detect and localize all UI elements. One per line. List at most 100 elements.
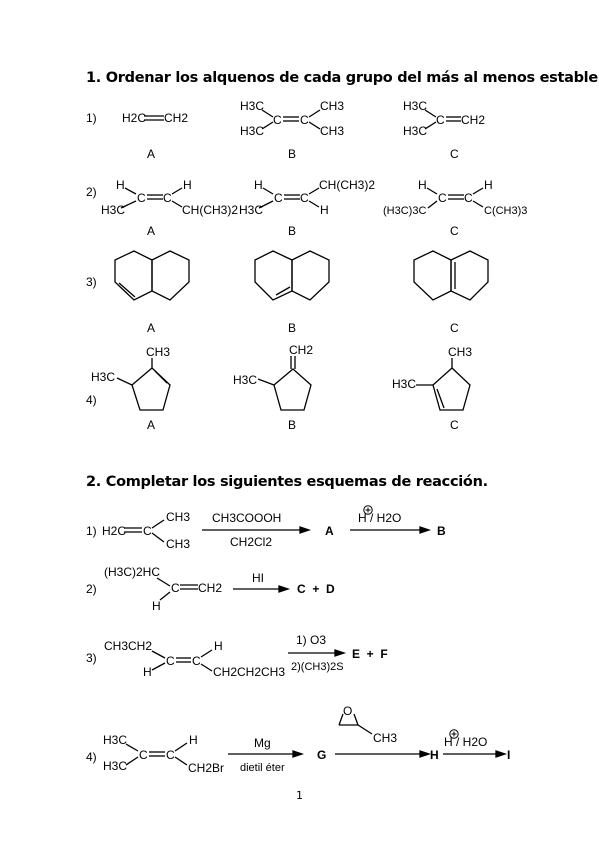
product-label: E + F (352, 647, 388, 661)
reaction-number: 2) (86, 582, 97, 596)
molecule-1a: H2C CH2 (122, 111, 188, 125)
page-number: 1 (296, 789, 303, 802)
atom-label: H (320, 203, 329, 217)
label-c: C (450, 321, 459, 335)
reaction-1: 1) H2C C CH3 CH3 CH3COOOH CH2Cl2 A H / H… (86, 505, 446, 551)
atom-label: CH(CH3)2 (319, 178, 375, 192)
product-label: A (325, 524, 334, 538)
atom-label: CH3 (166, 537, 190, 551)
atom-label: CH2Br (188, 761, 224, 775)
atom-label: H3C (240, 124, 264, 138)
atom-label: C (436, 113, 445, 127)
label-b: B (288, 224, 296, 238)
atom-label: H (484, 178, 493, 192)
product-label: C + D (297, 582, 335, 596)
molecule-4b: CH2 H3C (233, 343, 313, 411)
atom-label: CH2 (461, 113, 485, 127)
atom-label: H2C (102, 524, 126, 538)
atom-label: C (274, 191, 283, 205)
reagent-label: H / H2O (444, 735, 487, 749)
atom-label: CH3CH2 (104, 639, 152, 653)
atom-label: H (254, 178, 263, 192)
label-b: B (288, 147, 296, 161)
molecule-2c: H (H3C)3C C C H C(CH3)3 (383, 178, 527, 217)
group-1: 1) H2C CH2 H3C H3C C C CH3 CH3 H3C H3C C… (86, 99, 485, 161)
product-label: H (430, 748, 439, 762)
reaction-number: 4) (86, 750, 97, 764)
atom-label: C (300, 191, 309, 205)
label-a: A (147, 224, 155, 238)
reagent-label: 2)(CH3)2S (291, 661, 344, 673)
label-c: C (450, 224, 459, 238)
group-number: 3) (86, 275, 97, 289)
molecule-1b: H3C H3C C C CH3 CH3 (240, 99, 344, 138)
atom-label: H (116, 178, 125, 192)
molecule-4c: CH3 H3C (392, 345, 472, 411)
reagent-label: H / H2O (358, 511, 401, 525)
atom-label: C (139, 748, 148, 762)
label-c: C (450, 147, 459, 161)
group-number: 1) (86, 111, 97, 125)
oxygen-atom: O (343, 704, 352, 718)
atom-label: C (464, 191, 473, 205)
atom-label: CH3 (448, 345, 472, 359)
atom-label: CH3 (166, 510, 190, 524)
atom-label: (H3C)2HC (104, 565, 160, 579)
atom-label: H (418, 178, 427, 192)
atom-label: H3C (403, 124, 427, 138)
atom-label: C (438, 191, 447, 205)
atom-label: C(CH3)3 (484, 205, 527, 217)
group-3: 3) A B C (86, 250, 489, 335)
atom-label: H3C (403, 99, 427, 113)
atom-label: H (143, 665, 152, 679)
molecule-1c: H3C H3C C CH2 (403, 99, 485, 138)
label-c: C (450, 418, 459, 432)
atom-label: CH2 (198, 581, 222, 595)
label-a: A (147, 418, 155, 432)
section-1-title: 1. Ordenar los alquenos de cada grupo de… (86, 70, 599, 86)
atom-label: C (143, 524, 152, 538)
molecule-2a: H H3C C C H CH(CH3)2 (101, 178, 238, 217)
reaction-3: 3) CH3CH2 H C C H CH2CH2CH3 1) O3 2)(CH3… (86, 633, 388, 679)
reaction-number: 3) (86, 651, 97, 665)
product-label: B (437, 524, 446, 538)
section-2-title: 2. Completar los siguientes esquemas de … (86, 474, 488, 490)
atom-label: C (166, 748, 175, 762)
atom-label: H (152, 599, 161, 613)
atom-label: C (171, 581, 180, 595)
atom-label: H3C (103, 759, 127, 773)
molecule-4a: CH3 H3C (91, 345, 171, 411)
atom-label: H3C (392, 377, 416, 391)
group-2: 2) H H3C C C H CH(CH3)2 H H3C C C CH(CH3… (86, 178, 527, 238)
atom-label: C (300, 113, 309, 127)
atom-label: CH3 (320, 99, 344, 113)
atom-label: H (183, 178, 192, 192)
atom-label: H3C (233, 373, 257, 387)
molecule-3a (114, 250, 190, 301)
reaction-4: 4) H3C H3C C C H CH2Br Mg dietil éter G … (86, 704, 510, 775)
atom-label: C (163, 191, 172, 205)
reagent-label: Mg (254, 736, 271, 750)
label-a: A (147, 147, 155, 161)
atom-label: CH2CH2CH3 (213, 665, 285, 679)
atom-label: H (214, 639, 223, 653)
atom-label: CH3 (146, 345, 170, 359)
reagent-label: 1) O3 (296, 633, 326, 647)
atom-label: CH2 (164, 111, 188, 125)
atom-label: C (137, 191, 146, 205)
label-b: B (288, 418, 296, 432)
molecule-2b: H H3C C C CH(CH3)2 H (239, 178, 375, 217)
product-label: G (317, 748, 326, 762)
reagent-label: CH2Cl2 (230, 535, 272, 549)
atom-label: H3C (240, 99, 264, 113)
atom-label: H3C (239, 203, 263, 217)
label-a: A (147, 321, 155, 335)
atom-label: (H3C)3C (383, 205, 426, 217)
atom-label: H3C (103, 733, 127, 747)
group-number: 4) (86, 393, 97, 407)
reagent-label: dietil éter (240, 762, 285, 774)
reagent-label: CH3COOOH (212, 511, 281, 525)
atom-label: CH3 (320, 124, 344, 138)
reagent-label: HI (252, 571, 264, 585)
